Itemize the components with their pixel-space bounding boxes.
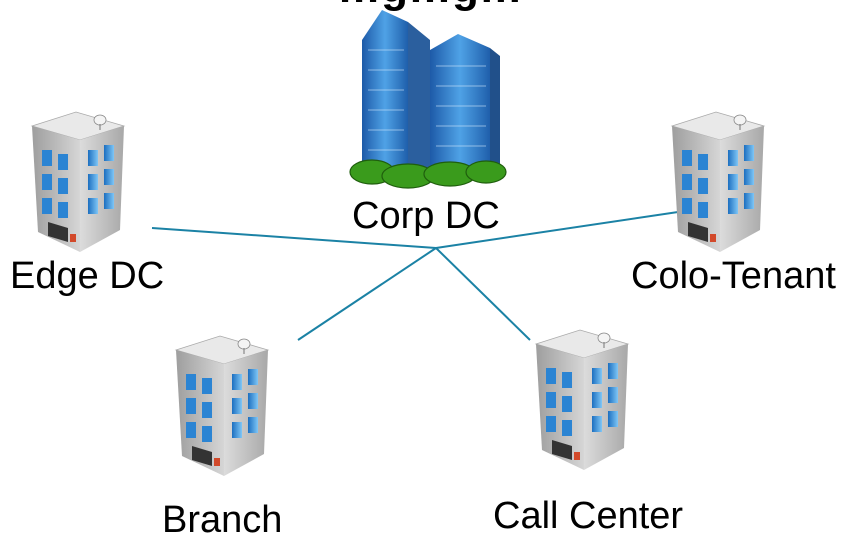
node-label-branch: Branch [162, 499, 283, 541]
office-building-icon [671, 111, 765, 253]
link-branch-hub [297, 247, 437, 341]
link-edge-hub [151, 227, 437, 249]
node-label-call-center: Call Center [493, 495, 684, 537]
diagram-title: …g…g… [0, 0, 860, 10]
office-building-icon [175, 335, 269, 477]
office-building-icon [31, 111, 125, 253]
node-label-corp-dc: Corp DC [352, 195, 500, 237]
node-label-edge-dc: Edge DC [10, 255, 165, 297]
skyscraper-icon [349, 10, 507, 189]
office-building-icon [535, 329, 629, 471]
network-links [151, 211, 679, 341]
node-label-colo-tenant: Colo-Tenant [631, 255, 836, 297]
link-colo-hub [435, 211, 679, 249]
link-callcenter-hub [435, 247, 531, 341]
